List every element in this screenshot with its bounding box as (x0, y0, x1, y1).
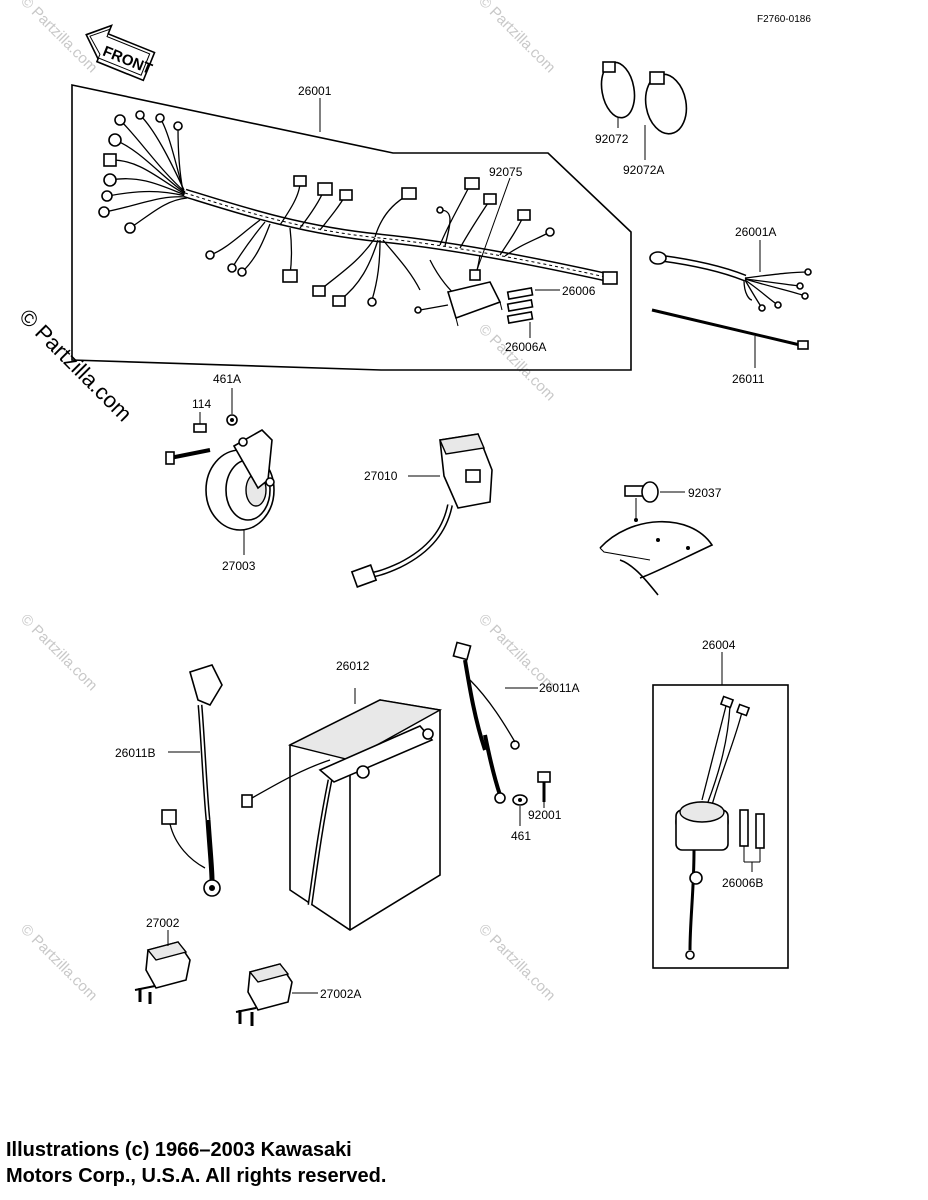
watermark: © Partzilla.com (475, 921, 558, 1004)
clamp-band-92072A: 92072A (623, 71, 688, 177)
main-wiring-harness (98, 110, 618, 327)
label-27003: 27003 (222, 559, 256, 573)
lead-26011: 26011 (651, 308, 809, 386)
regulator-group-box (652, 684, 789, 969)
label-461: 461 (511, 829, 531, 843)
label-92075: 92075 (489, 165, 523, 179)
watermark: © Partzilla.com (475, 0, 558, 76)
label-27002A: 27002A (320, 987, 361, 1001)
label-26011A: 26011A (539, 681, 579, 695)
label-114: 114 (192, 397, 211, 411)
label-26001: 26001 (298, 84, 332, 98)
bolt-114: 114 (165, 397, 211, 465)
label-92072: 92072 (595, 132, 629, 146)
watermark: © Partzilla.com (17, 921, 100, 1004)
label-26001A: 26001A (735, 225, 776, 239)
label-92072A: 92072A (623, 163, 664, 177)
watermark: © Partzilla.com (17, 611, 100, 694)
harness-panel-outline (71, 84, 632, 371)
washer-461: 461 (511, 794, 531, 843)
sub-harness-26001A: 26001A (649, 225, 812, 312)
washer-461A: 461A (213, 372, 241, 426)
junction-box (414, 281, 503, 327)
figure-code: F2760-0186 (757, 14, 811, 25)
label-92001: 92001 (528, 808, 562, 822)
label-461A: 461A (213, 372, 241, 386)
connector-cluster-left (98, 110, 183, 234)
label-26011B: 26011B (115, 746, 155, 760)
copyright-line-2: Motors Corp., U.S.A. All rights reserved… (6, 1165, 387, 1187)
label-26006: 26006 (562, 284, 596, 298)
clamp-band-92072: 92072 (595, 61, 636, 146)
fuses-26006 (506, 287, 534, 324)
label-26004: 26004 (702, 638, 736, 652)
relay-27010: 27010 (350, 433, 493, 588)
label-26006A: 26006A (505, 340, 546, 354)
lead-26011B: 26011B (115, 664, 223, 897)
label-27002: 27002 (146, 916, 180, 930)
label-26006B: 26006B (722, 876, 763, 890)
connector-27002A: 27002A (235, 963, 361, 1026)
fender-with-clamp-92037: 92037 (599, 481, 722, 596)
label-26011: 26011 (732, 372, 765, 386)
horn-27003: 27003 (205, 429, 275, 573)
label-26012: 26012 (336, 659, 370, 673)
watermark-large: © Partzilla.com (14, 304, 137, 427)
harness-labels: 26001 92075 26006 26006A (298, 84, 596, 354)
battery-26012: 26012 (241, 659, 443, 931)
label-92037: 92037 (688, 486, 722, 500)
connector-27002: 27002 (134, 916, 191, 1004)
bolt-92001: 92001 (528, 771, 562, 822)
watermark: © Partzilla.com (475, 321, 558, 404)
copyright-line-1: Illustrations (c) 1966–2003 Kawasaki (6, 1139, 352, 1161)
front-arrow-icon: FRONT (85, 24, 156, 82)
branch-connectors (205, 175, 555, 307)
battery-lead-26011A: 26011A (452, 641, 579, 804)
label-27010: 27010 (364, 469, 398, 483)
regulator-group-26004: 26004 26006B (652, 638, 789, 969)
